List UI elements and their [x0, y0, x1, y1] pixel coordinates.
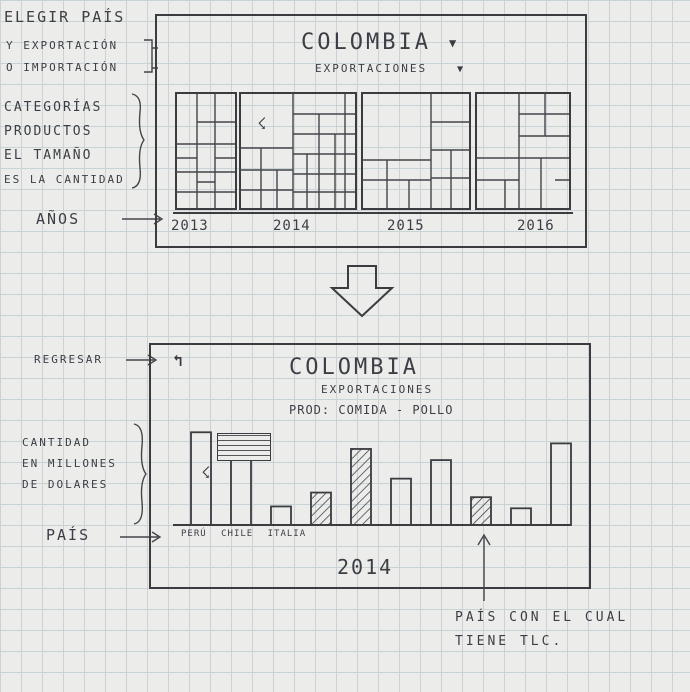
tlc-note: PAÍS CON EL CUAL TIENE TLC. — [455, 606, 628, 654]
year-label-2015[interactable]: 2015 — [387, 218, 425, 234]
year-label-2014[interactable]: 2014 — [273, 218, 311, 234]
bottom-product: PROD: COMIDA - POLLO — [289, 403, 454, 417]
x-label-italia[interactable]: ITALIA — [267, 529, 307, 539]
bar-4-tlc[interactable] — [310, 491, 332, 526]
annotation-elegir-pais: ELEGIR PAÍS — [4, 8, 126, 26]
annotation-anos: AÑOS — [36, 210, 81, 228]
annotation-exportacion: Y EXPORTACIÓN — [6, 39, 119, 52]
top-title: COLOMBIA — [301, 30, 431, 55]
bottom-subtitle: EXPORTACIONES — [321, 383, 434, 396]
bottom-title: COLOMBIA — [289, 355, 419, 380]
annotation-cantidad: CANTIDAD EN MILLONES DE DOLARES — [22, 432, 117, 495]
year-label-2016[interactable]: 2016 — [517, 218, 555, 234]
bar-chart — [173, 431, 572, 526]
cursor-icon: ☇ — [257, 114, 267, 133]
annotation-categorias-4: ES LA CANTIDAD — [4, 173, 125, 186]
bar-tooltip — [217, 433, 271, 461]
bars-group — [190, 431, 572, 526]
annotation-categorias-2: PRODUCTOS — [4, 124, 93, 139]
year-label-2013[interactable]: 2013 — [171, 218, 209, 234]
bar-3[interactable] — [270, 505, 292, 526]
arrow-tlc — [477, 533, 491, 601]
back-arrow-icon[interactable]: ↰ — [173, 351, 183, 370]
pointer-cursor-icon: ☇ — [201, 463, 211, 482]
annotation-categorias-1: CATEGORÍAS — [4, 100, 103, 115]
bar-9[interactable] — [510, 507, 532, 526]
annotation-cantidad-3: DE DOLARES — [22, 478, 109, 491]
annotation-categorias-3: EL TAMAÑO — [4, 148, 93, 163]
transition-arrow-icon — [329, 265, 395, 318]
bar-5-tlc[interactable] — [350, 448, 372, 526]
bottom-panel: ↰ COLOMBIA EXPORTACIONES PROD: COMIDA - … — [149, 343, 591, 589]
x-label-peru[interactable]: PERÚ — [181, 529, 207, 539]
country-dropdown-icon[interactable]: ▼ — [449, 36, 457, 50]
treemap-2014[interactable] — [239, 92, 359, 212]
arrow-pais — [120, 531, 162, 543]
annotation-importacion: O IMPORTACIÓN — [6, 61, 119, 74]
bar-6[interactable] — [390, 477, 412, 526]
top-subtitle: EXPORTACIONES — [315, 62, 428, 75]
bracket-cantidad — [133, 423, 147, 525]
annotation-pais: PAÍS — [46, 526, 91, 544]
bracket-categorias — [131, 93, 145, 189]
treemap-2013[interactable] — [175, 92, 237, 212]
bar-10[interactable] — [550, 442, 572, 526]
tlc-note-line-1: PAÍS CON EL CUAL — [455, 610, 629, 625]
annotation-categorias: CATEGORÍAS PRODUCTOS EL TAMAÑO ES LA CAN… — [4, 96, 125, 192]
bar-8-tlc[interactable] — [470, 496, 492, 526]
treemap-2016[interactable] — [475, 92, 573, 212]
x-labels: PERÚ CHILE ITALIA — [181, 529, 306, 539]
x-label-chile[interactable]: CHILE — [221, 529, 254, 539]
annotation-cantidad-2: EN MILLONES — [22, 457, 117, 470]
annotation-regresar: REGRESAR — [34, 353, 103, 366]
year-axis-line — [173, 212, 573, 214]
tlc-note-line-2: TIENE TLC. — [455, 634, 564, 649]
top-panel: COLOMBIA ▼ EXPORTACIONES ▼ ☇ 2013 2014 2… — [155, 14, 587, 248]
bar-7[interactable] — [430, 459, 452, 526]
treemap-2015[interactable] — [361, 92, 473, 212]
mode-dropdown-icon[interactable]: ▼ — [457, 64, 464, 75]
annotation-cantidad-1: CANTIDAD — [22, 436, 91, 449]
bottom-year: 2014 — [337, 555, 394, 579]
